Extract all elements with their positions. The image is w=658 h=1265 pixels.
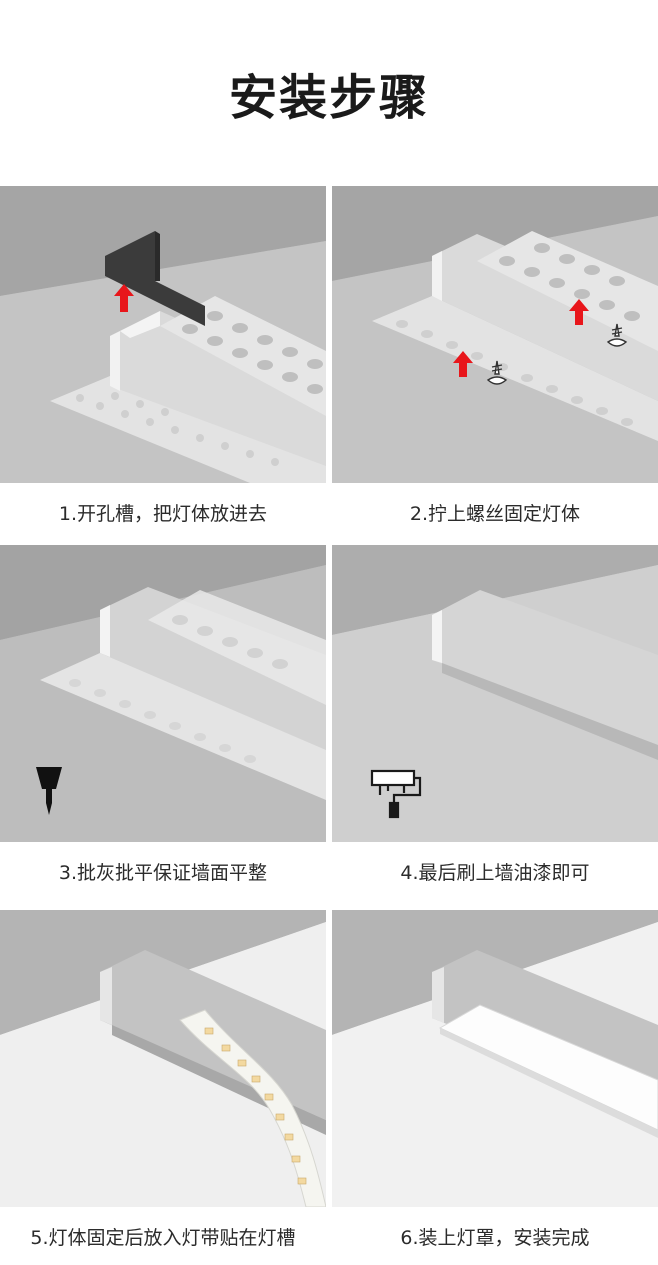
screw-icon: [606, 323, 628, 347]
up-arrow-icon: [114, 284, 134, 312]
step-3: 3.批灰批平保证墙面平整: [0, 545, 326, 884]
step-3-caption: 3.批灰批平保证墙面平整: [58, 862, 268, 884]
step-6: 6.装上灯罩，安装完成: [332, 910, 658, 1249]
screw-icon: [486, 360, 508, 385]
step-4-illustration: [332, 545, 658, 842]
paint-roller-icon: [370, 769, 422, 819]
step-4: 4.最后刷上墙油漆即可: [332, 545, 658, 884]
step-5-caption: 5.灯体固定后放入灯带贴在灯槽: [30, 1227, 296, 1249]
step-5-illustration: [0, 910, 326, 1207]
up-arrow-icon: [569, 299, 589, 325]
page-title: 安装步骤: [228, 70, 429, 126]
step-2: 2.拧上螺丝固定灯体: [332, 186, 658, 525]
step-3-illustration: [0, 545, 326, 842]
step-1: 1.开孔槽，把灯体放进去: [0, 186, 326, 525]
step-1-caption: 1.开孔槽，把灯体放进去: [58, 503, 268, 525]
step-6-caption: 6.装上灯罩，安装完成: [400, 1227, 590, 1249]
step-6-illustration: [332, 910, 658, 1207]
putty-knife-icon: [36, 767, 62, 815]
step-1-illustration: [0, 186, 326, 483]
step-5: 5.灯体固定后放入灯带贴在灯槽: [0, 910, 326, 1249]
step-2-caption: 2.拧上螺丝固定灯体: [409, 503, 581, 525]
up-arrow-icon: [453, 351, 473, 377]
step-2-illustration: [332, 186, 658, 483]
step-4-caption: 4.最后刷上墙油漆即可: [400, 862, 590, 884]
